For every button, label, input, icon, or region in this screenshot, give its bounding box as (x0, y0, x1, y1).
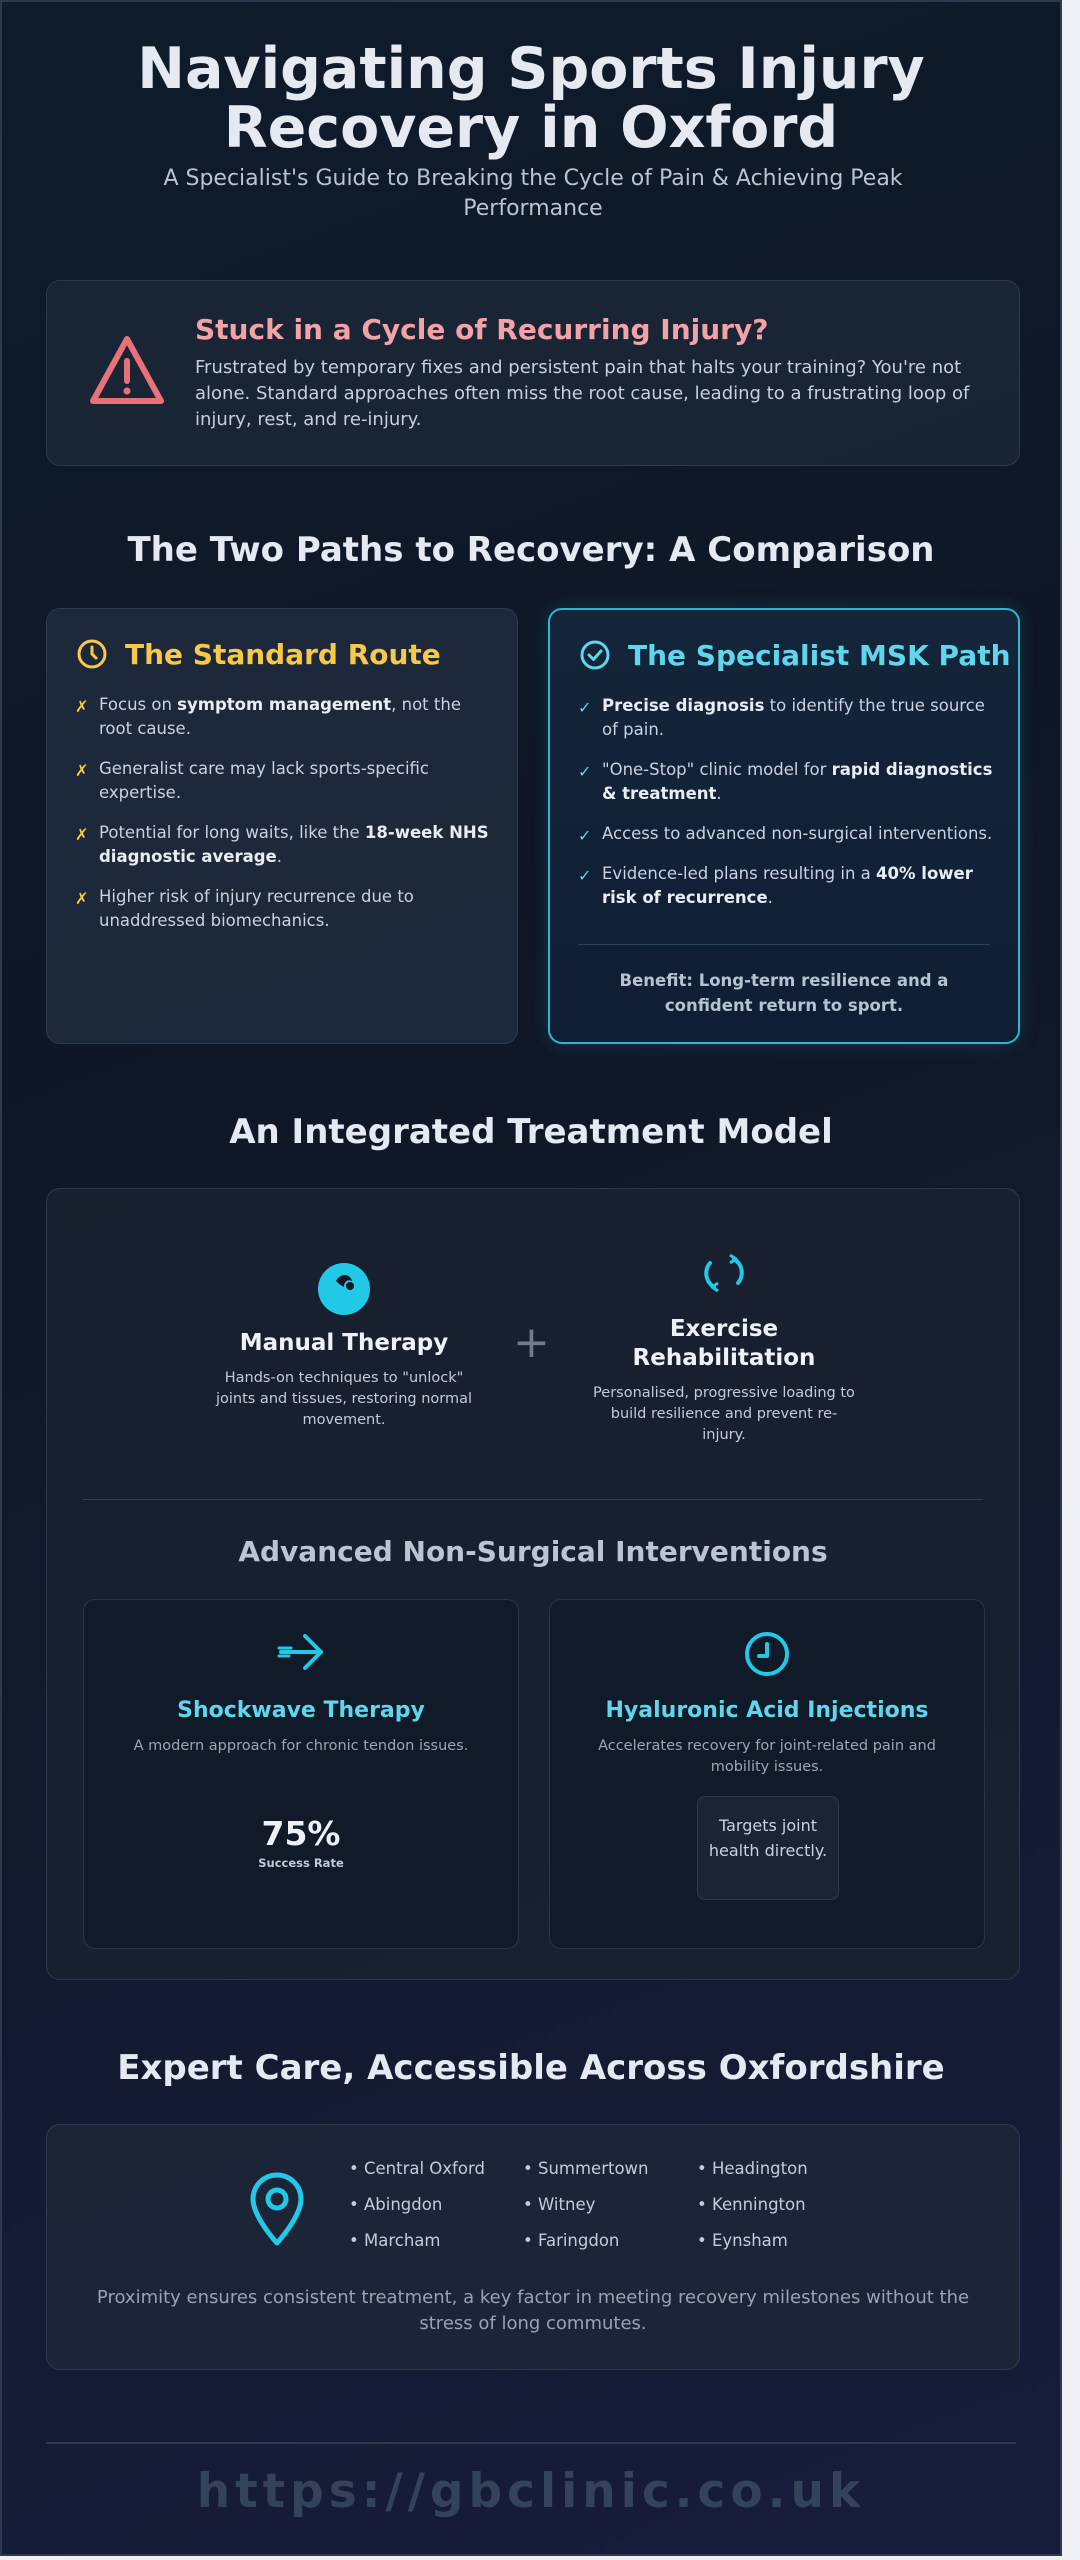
exercise-rehab-feature: Exercise Rehabilitation Personalised, pr… (589, 1249, 859, 1446)
location-item: • Central Oxford (349, 2159, 485, 2178)
recurring-injury-card: Stuck in a Cycle of Recurring Injury? Fr… (46, 280, 1020, 466)
standard-route-item: ✗ Focus on symptom management, not the ro… (75, 693, 495, 741)
specialist-path-title: The Specialist MSK Path (628, 638, 1011, 672)
cross-icon: ✗ (75, 761, 89, 780)
standard-route-header: The Standard Route (75, 637, 441, 671)
shockwave-card: Shockwave Therapy A modern approach for … (83, 1599, 519, 1949)
shockwave-arrow-icon (277, 1634, 323, 1670)
location-item: • Marcham (349, 2231, 441, 2250)
location-item: • Summertown (523, 2159, 649, 2178)
list-item-text: Focus on (99, 695, 178, 714)
manual-therapy-text: Hands-on techniques to "unlock" joints a… (215, 1370, 473, 1428)
hand-icon (318, 1263, 370, 1315)
plus-icon: + (513, 1317, 550, 1368)
standard-route-list: ✗ Focus on symptom management, not the ro… (75, 693, 495, 949)
exercise-rehab-title: Exercise Rehabilitation (632, 1316, 816, 1371)
locations-card: • Central Oxford • Abingdon • Marcham • Su… (46, 2124, 1020, 2370)
locations-column-3: • Headington • Kennington • Eynsham (697, 2151, 808, 2259)
list-item-text: Access to advanced non-surgical interven… (602, 824, 993, 843)
specialist-path-header: The Specialist MSK Path (578, 638, 1011, 672)
page-title-line-2: Recovery in Oxford (223, 95, 839, 161)
locations-title: Expert Care, Accessible Across Oxfordshi… (117, 2048, 945, 2088)
standard-route-card: The Standard Route ✗ Focus on symptom man… (46, 608, 518, 1044)
model-divider (83, 1499, 983, 1500)
list-item-text: to identify the true source of pain. (602, 696, 985, 739)
warning-triangle-icon (90, 336, 164, 404)
page-subtitle: A Specialist's Guide to Breaking the Cyc… (163, 166, 903, 221)
location-item: • Headington (697, 2159, 808, 2178)
manual-therapy-feature: Manual Therapy Hands-on techniques to "u… (209, 1261, 479, 1431)
clock-icon (745, 1632, 789, 1676)
specialist-path-item: ✓ Precise diagnosis to identify the true … (578, 694, 998, 742)
refresh-icon (704, 1253, 744, 1293)
benefit-text: Benefit: Long-term resilience and a conf… (619, 971, 949, 1015)
hyaluronic-title: Hyaluronic Acid Injections (605, 1698, 929, 1723)
specialist-path-item: ✓ Access to advanced non-surgical interve… (578, 822, 998, 846)
standard-route-item: ✗ Generalist care may lack sports-specifi… (75, 757, 495, 805)
advanced-interventions-title: Advanced Non-Surgical Interventions (238, 1535, 828, 1568)
hyaluronic-note: Targets joint health directly. (697, 1796, 839, 1900)
page-title-line-1: Navigating Sports Injury (137, 36, 925, 102)
check-icon: ✓ (578, 866, 592, 885)
exercise-rehab-text: Personalised, progressive loading to bui… (593, 1385, 855, 1443)
cross-icon: ✗ (75, 825, 89, 844)
list-item-text: 40% lower risk of recurrence (602, 864, 973, 907)
location-item: • Kennington (697, 2195, 806, 2214)
cross-icon: ✗ (75, 889, 89, 908)
alert-text: Frustrated by temporary fixes and persis… (195, 357, 970, 430)
specialist-path-list: ✓ Precise diagnosis to identify the true … (578, 694, 998, 926)
location-item: • Abingdon (349, 2195, 443, 2214)
standard-route-title: The Standard Route (125, 637, 441, 671)
clock-icon (77, 639, 107, 669)
list-item-text: . (276, 847, 282, 866)
list-item-text: Generalist care may lack sports-specific… (99, 759, 429, 802)
specialist-path-card: The Specialist MSK Path ✓ Precise diagnos… (548, 608, 1020, 1044)
locations-column-2: • Summertown • Witney • Faringdon (523, 2151, 649, 2259)
locations-column-1: • Central Oxford • Abingdon • Marcham (349, 2151, 485, 2259)
footer-divider (46, 2442, 1016, 2444)
list-item-text: Potential for long waits, like the (99, 823, 365, 842)
comparison-title: The Two Paths to Recovery: A Comparison (127, 530, 935, 570)
location-item: • Eynsham (697, 2231, 788, 2250)
cross-icon: ✗ (75, 697, 89, 716)
standard-route-item: ✗ Potential for long waits, like the 18-w… (75, 821, 495, 869)
location-item: • Witney (523, 2195, 596, 2214)
list-item-text: 18-week NHS diagnostic average (99, 823, 489, 866)
manual-therapy-title: Manual Therapy (239, 1330, 449, 1356)
list-item-text: rapid diagnostics & treatment (602, 760, 993, 803)
page-title: Navigating Sports Injury Recovery in Oxf… (2, 40, 1060, 158)
list-item-text: Evidence-led plans resulting in a (602, 864, 877, 883)
hyaluronic-card: Hyaluronic Acid Injections Accelerates r… (549, 1599, 985, 1949)
check-icon: ✓ (578, 762, 592, 781)
footer-url: https://gbclinic.co.uk (196, 2464, 866, 2519)
list-item-text: "One-Stop" clinic model for (602, 760, 832, 779)
hyaluronic-text: Accelerates recovery for joint-related p… (598, 1738, 936, 1775)
check-circle-icon (580, 640, 610, 670)
specialist-path-item: ✓ Evidence-led plans resulting in a 40% l… (578, 862, 998, 910)
shockwave-success-stat: 75% (261, 1814, 341, 1853)
treatment-model-title: An Integrated Treatment Model (229, 1112, 833, 1152)
shockwave-text: A modern approach for chronic tendon iss… (133, 1738, 469, 1754)
list-item-text: symptom management (177, 695, 392, 714)
map-pin-icon (250, 2172, 304, 2246)
list-item-text: Higher risk of injury recurrence due to … (99, 887, 414, 930)
benefit-divider (578, 944, 990, 945)
location-item: • Faringdon (523, 2231, 620, 2250)
locations-note: Proximity ensures consistent treatment, … (96, 2287, 970, 2334)
alert-title: Stuck in a Cycle of Recurring Injury? (195, 313, 769, 346)
list-item-text: . (716, 784, 722, 803)
check-icon: ✓ (578, 826, 592, 845)
shockwave-title: Shockwave Therapy (177, 1698, 425, 1723)
treatment-model-card: Manual Therapy Hands-on techniques to "u… (46, 1188, 1020, 1980)
list-item-text: , not the root cause. (99, 695, 461, 738)
check-icon: ✓ (578, 698, 592, 717)
standard-route-item: ✗ Higher risk of injury recurrence due to… (75, 885, 495, 933)
list-item-text: Precise diagnosis (602, 696, 765, 715)
shockwave-success-label: Success Rate (258, 1856, 344, 1870)
specialist-path-item: ✓ "One-Stop" clinic model for rapid diagn… (578, 758, 998, 806)
list-item-text: . (767, 888, 773, 907)
